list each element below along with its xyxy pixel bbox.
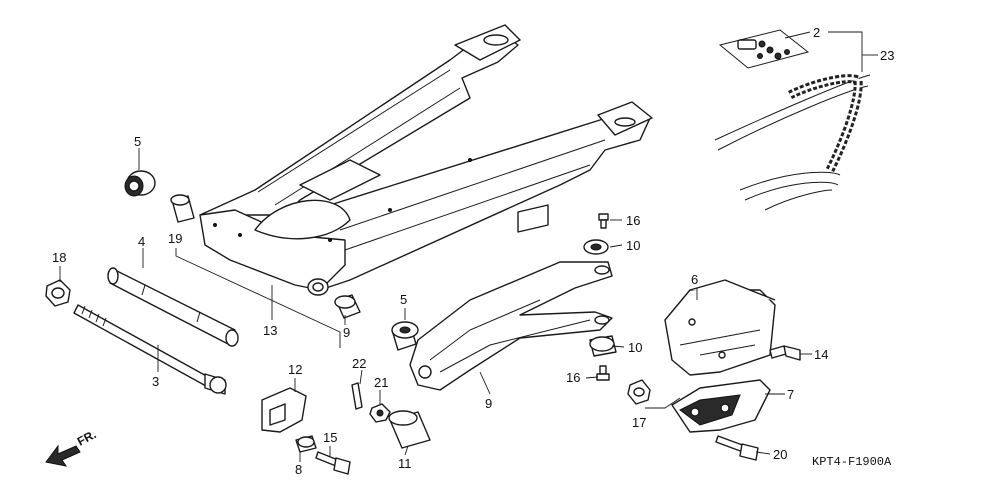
label-20: 20 <box>773 447 787 462</box>
label-9-lower: 9 <box>485 396 492 411</box>
label-8: 8 <box>295 462 302 477</box>
pivot-collar-4[interactable] <box>107 267 239 347</box>
front-marker-label: FR. <box>75 427 99 448</box>
label-10-top: 10 <box>626 238 640 253</box>
stopper-12[interactable] <box>261 387 307 433</box>
front-direction-arrow-icon <box>45 444 81 467</box>
label-21: 21 <box>374 375 388 390</box>
chain-slider-9[interactable] <box>409 261 613 391</box>
label-10-lower: 10 <box>628 340 642 355</box>
label-2: 2 <box>813 25 820 40</box>
label-4: 4 <box>138 234 145 249</box>
collar-5-middle[interactable] <box>391 321 419 351</box>
pivot-bolt-3[interactable] <box>73 304 227 395</box>
label-14: 14 <box>814 347 828 362</box>
label-5-top: 5 <box>134 134 141 149</box>
chain-guide-slider-7[interactable] <box>671 379 771 433</box>
label-5-middle: 5 <box>400 292 407 307</box>
label-19: 19 <box>168 231 182 246</box>
label-6: 6 <box>691 272 698 287</box>
label-12: 12 <box>288 362 302 377</box>
label-23: 23 <box>880 48 894 63</box>
washer-10-top[interactable] <box>583 239 609 255</box>
pivot-nut-18[interactable] <box>45 279 71 307</box>
swingarm[interactable] <box>199 24 653 296</box>
bolt-16-top[interactable] <box>598 213 609 229</box>
bolt-15[interactable] <box>315 451 351 475</box>
label-13: 13 <box>263 323 277 338</box>
collar-8[interactable] <box>295 435 317 453</box>
label-18: 18 <box>52 250 66 265</box>
label-16-top: 16 <box>626 213 640 228</box>
label-16-lower: 16 <box>566 370 580 385</box>
bolt-14[interactable] <box>769 345 801 361</box>
leader-lines <box>59 31 878 462</box>
nut-17[interactable] <box>627 379 651 405</box>
chain-guide-6[interactable] <box>664 279 776 376</box>
bolt-16-lower[interactable] <box>596 365 610 381</box>
bushing-19[interactable] <box>170 194 195 223</box>
diagram-code: KPT4-F1900A <box>812 455 892 469</box>
bolt-20[interactable] <box>715 435 759 461</box>
washer-10-lower[interactable] <box>589 335 617 357</box>
label-7: 7 <box>787 387 794 402</box>
label-17: 17 <box>632 415 646 430</box>
nut-21[interactable] <box>369 403 391 423</box>
collar-5-top[interactable] <box>124 170 156 197</box>
label-15: 15 <box>323 430 337 445</box>
chain-joint[interactable] <box>718 29 810 69</box>
drive-chain[interactable] <box>714 74 871 211</box>
label-22: 22 <box>352 356 366 371</box>
label-11: 11 <box>398 456 412 471</box>
bushing-9-upper[interactable] <box>334 294 361 319</box>
pin-22[interactable] <box>351 382 363 410</box>
label-3: 3 <box>152 374 159 389</box>
label-9-upper: 9 <box>343 325 350 340</box>
collar-11[interactable] <box>388 410 431 449</box>
